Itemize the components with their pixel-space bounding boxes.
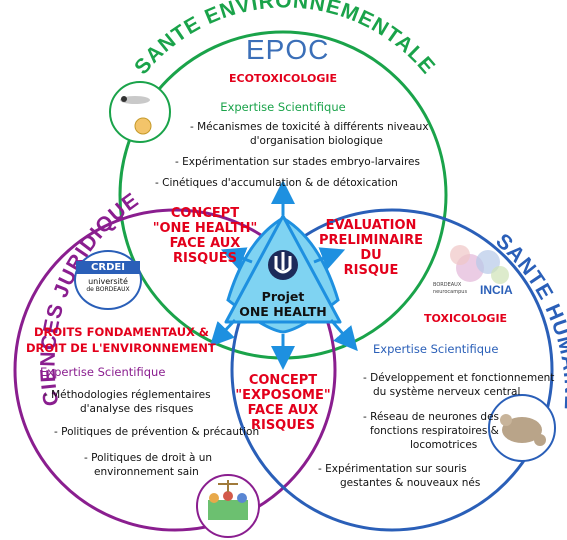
- evaluation-preliminaire: EVALUATION PRELIMINAIRE DU RISQUE: [319, 218, 423, 278]
- universite-text: université: [88, 277, 128, 286]
- fish-larvae-icon: [109, 81, 171, 143]
- left-expertise-heading: Expertise Scientifique: [40, 365, 166, 379]
- droits-title-2: DROIT DE L'ENVIRONNEMENT: [26, 341, 216, 355]
- one-health-logo-icon: [268, 250, 298, 280]
- toxicologie-title: TOXICOLOGIE: [424, 312, 508, 325]
- epoc-logo: EPOC: [246, 34, 330, 65]
- sciences-juridiques-circle: [13, 208, 337, 532]
- right-item-2: - Réseau de neurones des: [363, 411, 500, 423]
- bordeaux-text: de BORDEAUX: [86, 286, 130, 293]
- ecotoxicologie-title: ECOTOXICOLOGIE: [228, 72, 337, 85]
- right-item-2b: fonctions respiratoires &: [370, 425, 499, 437]
- right-item-3: - Expérimentation sur souris: [318, 463, 467, 475]
- right-item-1b: du système nerveux central: [373, 386, 521, 398]
- left-item-2: - Politiques de prévention & précaution: [54, 426, 260, 438]
- one-health-concept: CONCEPT "ONE HEALTH" FACE AUX RISQUES: [152, 206, 258, 266]
- crdei-logo: CRDEI université de BORDEAUX: [74, 250, 142, 310]
- right-item-2c: locomotrices: [410, 439, 478, 451]
- justice-people-icon: [196, 474, 260, 538]
- sante-humaine-circle: [230, 208, 554, 532]
- arrows: [209, 180, 358, 370]
- top-expertise-heading: Expertise Scientifique: [220, 100, 346, 114]
- right-expertise-heading: Expertise Scientifique: [373, 342, 499, 356]
- mouse-icon: [488, 394, 556, 462]
- center-project-label: Projet ONE HEALTH: [239, 289, 327, 319]
- right-item-3b: gestantes & nouveaux nés: [340, 477, 481, 489]
- incia-logo-icon: [450, 245, 509, 284]
- left-item-3b: environnement sain: [94, 466, 199, 478]
- top-item-1b: d'organisation biologique: [250, 135, 383, 147]
- incia-logo-sub-1: BORDEAUX: [433, 282, 462, 288]
- top-item-1: - Mécanismes de toxicité à différents ni…: [190, 121, 429, 133]
- incia-logo: INCIA: [480, 283, 513, 297]
- left-item-1: - Méthodologies réglementaires: [44, 389, 211, 401]
- right-item-1: - Développement et fonctionnement: [363, 372, 555, 384]
- droits-title-1: DROITS FONDAMENTAUX &: [34, 325, 209, 339]
- left-item-3: - Politiques de droit à un: [84, 452, 213, 464]
- top-item-2: - Expérimentation sur stades embryo-larv…: [175, 156, 420, 168]
- crdei-logo-text: CRDEI: [76, 261, 140, 274]
- incia-logo-sub-2: neurocampus: [433, 289, 468, 295]
- left-item-1b: d'analyse des risques: [80, 403, 194, 415]
- exposome-concept: CONCEPT "EXPOSOME" FACE AUX RISQUES: [235, 373, 331, 433]
- top-item-3: - Cinétiques d'accumulation & de détoxic…: [155, 177, 398, 189]
